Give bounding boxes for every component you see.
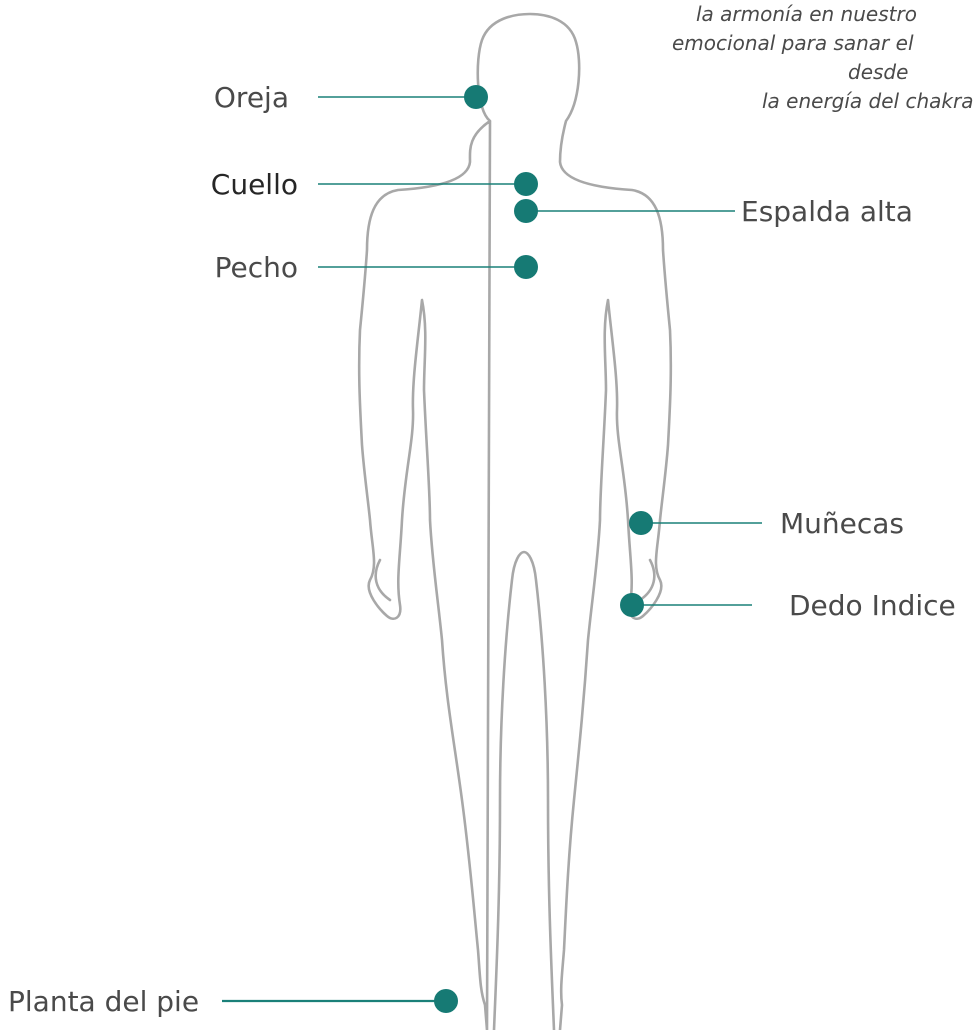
- marker-munecas: [629, 511, 653, 535]
- leg-gap: [492, 550, 556, 1030]
- leader-lines: [222, 96, 762, 1003]
- caption-line-2: emocional para sanar el: [672, 31, 914, 55]
- human-body-outline: [357, 12, 673, 1030]
- right-hand-detail: [638, 558, 656, 602]
- caption-line-4: la energía del chakra: [762, 89, 973, 113]
- marker-cuello: [514, 172, 538, 196]
- label-espalda-alta: Espalda alta: [741, 195, 913, 228]
- caption-line-3: desde: [848, 60, 909, 84]
- label-cuello: Cuello: [211, 168, 298, 201]
- caption-line-1: la armonía en nuestro: [696, 2, 917, 26]
- label-oreja: Oreja: [214, 81, 289, 114]
- marker-oreja: [464, 85, 488, 109]
- caption-text: la armonía en nuestro emocional para san…: [672, 0, 973, 116]
- label-munecas: Muñecas: [780, 507, 904, 540]
- label-pecho: Pecho: [215, 251, 298, 284]
- marker-pecho: [514, 255, 538, 279]
- marker-dedo-indice: [620, 593, 644, 617]
- left-hand-detail: [374, 558, 392, 602]
- point-labels: Oreja Cuello Espalda alta Pecho Muñecas …: [8, 81, 956, 1018]
- label-dedo-indice: Dedo Indice: [789, 589, 956, 622]
- body-silhouette: [357, 12, 673, 1030]
- point-markers: [434, 85, 653, 1013]
- marker-planta-del-pie: [434, 989, 458, 1013]
- marker-espalda-alta: [514, 199, 538, 223]
- label-planta-del-pie: Planta del pie: [8, 985, 199, 1018]
